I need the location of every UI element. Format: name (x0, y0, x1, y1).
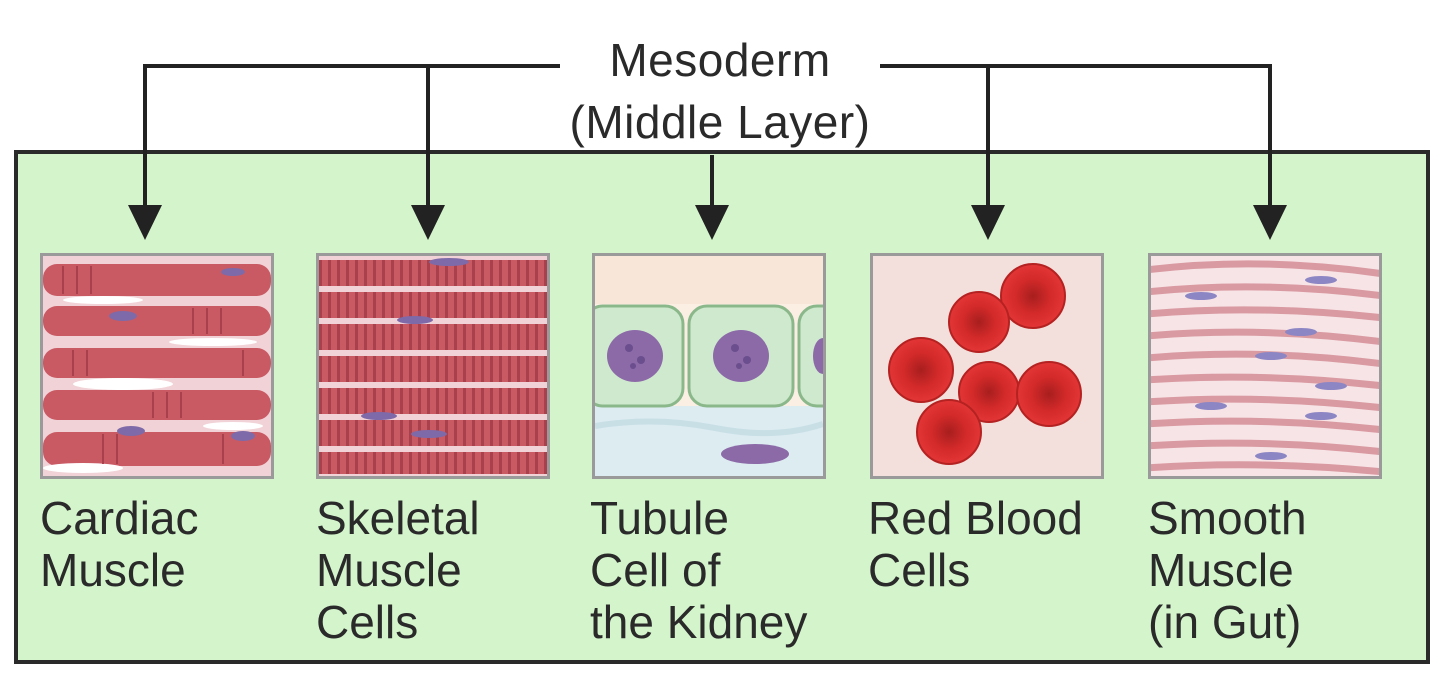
label-skeletal-muscle-cells: Skeletal Muscle Cells (316, 492, 606, 648)
label-line: Tubule (590, 492, 729, 544)
cardiac-muscle-icon (40, 253, 274, 479)
label-line: (in Gut) (1148, 596, 1302, 648)
label-tubule-cell-kidney: Tubule Cell of the Kidney (590, 492, 880, 648)
red-blood-cell-icon (870, 253, 1104, 479)
label-line: Cell of (590, 544, 721, 596)
label-line: the Kidney (590, 596, 808, 648)
label-line: Cells (868, 544, 971, 596)
label-cardiac-muscle: Cardiac Muscle (40, 492, 330, 596)
smooth-muscle-icon (1148, 253, 1382, 479)
arrowhead-cardiac (128, 205, 162, 240)
diagram-subtitle: (Middle Layer) (569, 96, 871, 148)
diagram-title: Mesoderm (560, 34, 880, 86)
label-line: Muscle (316, 544, 462, 596)
arrowhead-kidney (695, 205, 729, 240)
bracket-line-left (143, 64, 565, 205)
label-line: Cardiac (40, 492, 199, 544)
arrowhead-skeletal (411, 205, 445, 240)
label-line: Muscle (1148, 544, 1294, 596)
label-red-blood-cells: Red Blood Cells (868, 492, 1158, 596)
label-line: Skeletal (316, 492, 480, 544)
label-line: Red Blood (868, 492, 1083, 544)
label-smooth-muscle: Smooth Muscle (in Gut) (1148, 492, 1438, 648)
arrowhead-smooth (1253, 205, 1287, 240)
label-line: Cells (316, 596, 419, 648)
label-line: Smooth (1148, 492, 1307, 544)
arrowhead-blood (971, 205, 1005, 240)
kidney-tubule-icon (592, 253, 826, 479)
label-line: Muscle (40, 544, 186, 596)
skeletal-muscle-icon (316, 253, 550, 479)
